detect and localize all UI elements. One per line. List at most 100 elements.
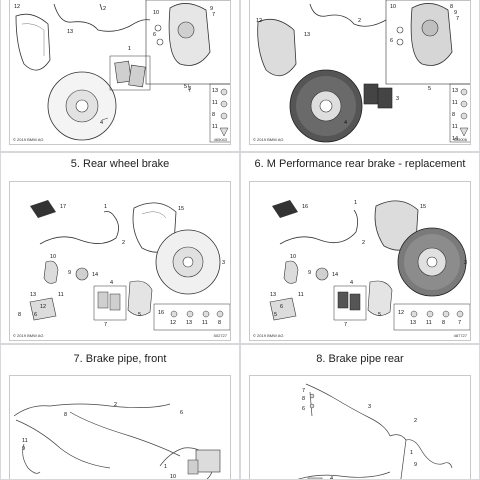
callout: 1 — [410, 450, 413, 456]
copyright: © 2019 BMW AG — [253, 333, 284, 338]
callout: 2 — [362, 240, 365, 246]
callout: 6 — [302, 406, 305, 412]
callout: 5 — [138, 312, 141, 318]
callout: 3 — [188, 86, 191, 92]
callout: 2 — [103, 6, 106, 12]
callout: 16 — [302, 204, 308, 210]
diagram-ref: 487727 — [453, 333, 467, 338]
callout: 6 — [280, 304, 283, 310]
callout: 10 — [390, 4, 396, 10]
callout: 7 — [302, 388, 305, 394]
callout: 17 — [60, 204, 66, 210]
callout: 12 — [256, 18, 262, 24]
callout: 8 — [218, 320, 221, 326]
callout: 5 — [184, 84, 187, 90]
callout: 3 — [222, 260, 225, 266]
callout: 8 — [212, 112, 215, 118]
callout: 1 — [128, 46, 131, 52]
callout: 9 — [414, 462, 417, 468]
callout: 4 — [100, 120, 103, 126]
callout: 8 — [452, 112, 455, 118]
callout: 11 — [212, 124, 218, 130]
callout: 4 — [330, 476, 333, 480]
callout: 7 — [212, 12, 215, 18]
diagram-m-front-brake[interactable]: 10 8 9 7 12 13 6 2 3 5 4 13 11 8 11 14 ©… — [249, 0, 471, 145]
callout: 9 — [454, 10, 457, 16]
callout: 3 — [396, 96, 399, 102]
callout: 11 — [452, 100, 458, 106]
callout: 14 — [452, 136, 458, 142]
callout: 13 — [186, 320, 192, 326]
callout: 14 — [92, 272, 98, 278]
callout: 4 — [110, 280, 113, 286]
diagram-card-front-brake[interactable]: 12 13 2 10 6 9 7 1 3 5 4 13 11 8 11 © 20… — [0, 0, 240, 152]
callout: 12 — [40, 304, 46, 310]
diagram-brake-pipe-front[interactable]: 8 2 6 11 9 1 10 — [9, 375, 231, 480]
callout: 8 — [302, 396, 305, 402]
callout: 11 — [58, 292, 64, 298]
diagram-card-brake-pipe-rear[interactable]: 8. Brake pipe rear 7 8 6 3 2 1 9 4 — [240, 344, 480, 480]
callout: 13 — [452, 88, 458, 94]
diagram-card-rear-wheel-brake[interactable]: 5. Rear wheel brake — [0, 152, 240, 344]
callout: 4 — [344, 120, 347, 126]
copyright: © 2019 BMW AG — [13, 333, 44, 338]
callout: 9 — [210, 6, 213, 12]
callout: 1 — [104, 204, 107, 210]
diagram-rear-wheel-brake[interactable]: 17 15 2 1 3 10 9 14 13 11 4 12 6 8 5 7 1… — [9, 181, 231, 341]
callout: 10 — [290, 254, 296, 260]
callout: 13 — [410, 320, 416, 326]
callout: 10 — [153, 10, 159, 16]
copyright: © 2019 BMW AG — [253, 137, 284, 142]
copyright: © 2019 BMW AG — [13, 137, 44, 142]
diagram-card-brake-pipe-front[interactable]: 7. Brake pipe, front 8 2 6 11 9 1 10 — [0, 344, 240, 480]
diagram-m-performance-rear-brake[interactable]: 16 1 2 15 3 10 9 14 13 11 5 4 6 5 7 12 1… — [249, 181, 471, 341]
callout: 7 — [344, 322, 347, 328]
diagram-card-m-performance-rear-brake[interactable]: 6. M Performance rear brake - replacemen… — [240, 152, 480, 344]
callout: 15 — [420, 204, 426, 210]
callout: 12 — [170, 320, 176, 326]
diagram-card-m-front-brake[interactable]: 10 8 9 7 12 13 6 2 3 5 4 13 11 8 11 14 ©… — [240, 0, 480, 152]
callout: 6 — [153, 32, 156, 38]
callout: 7 — [456, 16, 459, 22]
diagram-brake-pipe-rear[interactable]: 7 8 6 3 2 1 9 4 — [249, 375, 471, 480]
callout: 10 — [170, 474, 176, 480]
callout: 7 — [458, 320, 461, 326]
callout: 5 — [274, 312, 277, 318]
callout: 7 — [104, 322, 107, 328]
callout: 15 — [178, 206, 184, 212]
callout: 8 — [18, 312, 21, 318]
callout: 14 — [332, 272, 338, 278]
callout: 11 — [22, 438, 28, 444]
callout: 13 — [304, 32, 310, 38]
callout: 8 — [64, 412, 67, 418]
diagram-ref: 505006 — [453, 137, 467, 142]
callout: 12 — [14, 4, 20, 10]
card-title[interactable]: 5. Rear wheel brake — [70, 158, 170, 170]
callout: 3 — [368, 404, 371, 410]
callout: 13 — [67, 29, 73, 35]
callout: 5 — [428, 86, 431, 92]
card-title[interactable]: 7. Brake pipe, front — [73, 353, 167, 365]
callout: 2 — [414, 418, 417, 424]
card-title[interactable]: 8. Brake pipe rear — [316, 353, 404, 365]
callout: 3 — [464, 260, 467, 266]
callout: 1 — [164, 464, 167, 470]
callout: 8 — [450, 4, 453, 10]
callout: 12 — [398, 310, 404, 316]
callout: 13 — [270, 292, 276, 298]
callout: 2 — [122, 240, 125, 246]
callout: 4 — [350, 280, 353, 286]
callout: 2 — [358, 18, 361, 24]
callout: 6 — [34, 312, 37, 318]
callout: 13 — [30, 292, 36, 298]
callout: 8 — [442, 320, 445, 326]
callout: 10 — [50, 254, 56, 260]
callout: 6 — [390, 38, 393, 44]
callout: 13 — [212, 88, 218, 94]
card-title[interactable]: 6. M Performance rear brake - replacemen… — [254, 158, 466, 170]
callout: 1 — [354, 200, 357, 206]
diagram-front-brake[interactable]: 12 13 2 10 6 9 7 1 3 5 4 13 11 8 11 © 20… — [9, 0, 231, 145]
callout: 16 — [158, 310, 164, 316]
callout: 6 — [180, 410, 183, 416]
callout: 11 — [202, 320, 208, 326]
